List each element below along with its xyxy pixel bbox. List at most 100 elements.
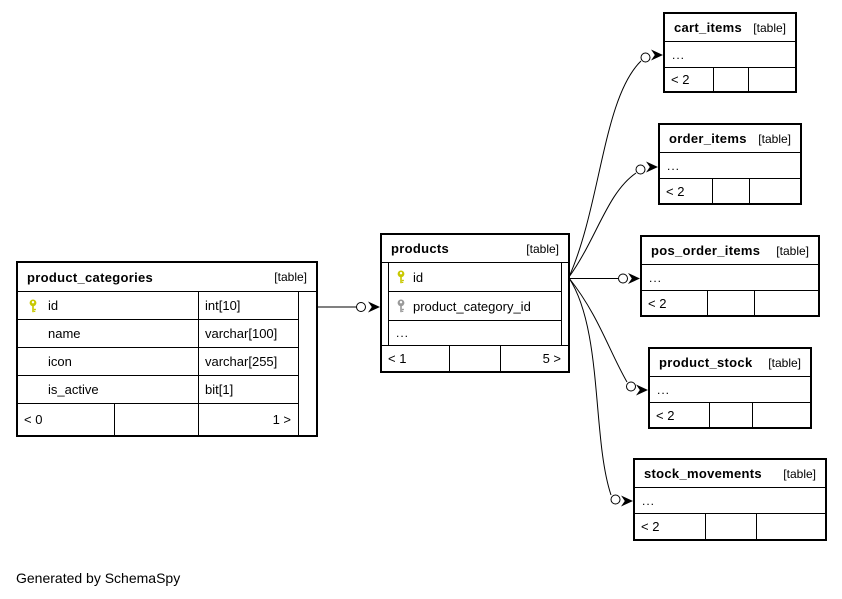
hidden-columns-ellipsis: ... — [389, 321, 561, 345]
cardinality-mid — [710, 403, 752, 427]
relationship-products-stock_movements — [568, 277, 612, 496]
cardinality-max — [752, 403, 810, 427]
arrowhead — [651, 49, 663, 61]
field-type: varchar[255] — [199, 348, 298, 375]
table-title: cart_items — [674, 20, 743, 35]
field-type: varchar[100] — [199, 320, 298, 347]
table-header: products [table] — [382, 235, 568, 262]
field-name: name — [48, 326, 81, 341]
cardinality-min: < 2 — [665, 68, 714, 91]
field-row: product_category_id — [389, 292, 561, 320]
cardinality-max: 1 > — [199, 404, 298, 435]
cardinality-mid — [115, 404, 198, 435]
hidden-columns-ellipsis: ... — [660, 153, 800, 178]
field-row: icon varchar[255] — [18, 348, 298, 375]
table-header: order_items [table] — [660, 125, 800, 152]
field-name: id — [413, 269, 424, 285]
foreign-key-icon — [397, 299, 405, 313]
cardinality-footer: < 0 1 > — [18, 404, 298, 435]
arrowhead — [636, 384, 648, 396]
hidden-columns-ellipsis: ... — [665, 42, 795, 67]
field-name: id — [48, 298, 59, 313]
table-title: products — [391, 241, 450, 256]
table-node-product_categories[interactable]: product_categories [table] id int[10] na… — [16, 261, 318, 437]
open-circle-terminator — [640, 52, 651, 63]
open-circle-terminator — [356, 302, 366, 312]
table-header: product_stock [table] — [650, 349, 810, 376]
arrowhead — [646, 161, 658, 173]
field-row: is_active bit[1] — [18, 376, 298, 403]
table-node-cart_items[interactable]: cart_items [table] ... < 2 — [663, 12, 797, 93]
relationship-products-product_stock — [568, 277, 628, 383]
open-circle-terminator — [626, 381, 636, 392]
open-circle-terminator — [635, 164, 646, 175]
table-tag: [table] — [758, 131, 791, 146]
anchor-strip — [562, 263, 568, 345]
open-circle-terminator — [610, 494, 621, 505]
arrowhead — [628, 273, 640, 284]
field-name: product_category_id — [413, 298, 531, 314]
table-node-pos_order_items[interactable]: pos_order_items [table] ... < 2 — [640, 235, 820, 317]
field-type: bit[1] — [199, 376, 298, 403]
cardinality-mid — [714, 68, 748, 91]
cardinality-footer: < 2 — [660, 179, 800, 203]
table-title: order_items — [669, 131, 747, 146]
anchor-strip — [299, 292, 316, 435]
cardinality-min: < 2 — [635, 514, 706, 539]
table-tag: [table] — [526, 241, 559, 256]
table-node-order_items[interactable]: order_items [table] ... < 2 — [658, 123, 802, 205]
table-header: cart_items [table] — [665, 14, 795, 41]
table-title: pos_order_items — [651, 243, 761, 258]
table-tag: [table] — [776, 243, 809, 258]
relationship-products-cart_items — [568, 60, 642, 278]
cardinality-mid — [708, 291, 754, 315]
generator-credit: Generated by SchemaSpy — [16, 570, 181, 586]
cardinality-footer: < 2 — [635, 514, 825, 539]
cardinality-min: < 2 — [650, 403, 710, 427]
table-node-products[interactable]: products [table] id p — [380, 233, 570, 373]
table-node-stock_movements[interactable]: stock_movements [table] ... < 2 — [633, 458, 827, 541]
cardinality-max: 5 > — [501, 346, 568, 371]
table-title: product_stock — [659, 355, 753, 370]
cardinality-min: < 0 — [18, 404, 114, 435]
cardinality-mid — [706, 514, 756, 539]
arrowhead — [621, 495, 633, 507]
hidden-columns-ellipsis: ... — [650, 377, 810, 402]
cardinality-max — [756, 514, 825, 539]
primary-key-icon — [397, 270, 405, 284]
table-tag: [table] — [783, 466, 816, 481]
anchor-strip — [382, 263, 388, 345]
table-tag: [table] — [274, 270, 307, 284]
field-row: id — [389, 263, 561, 291]
table-header: stock_movements [table] — [635, 460, 825, 487]
hidden-columns-ellipsis: ... — [635, 488, 825, 513]
cardinality-max — [748, 68, 795, 91]
table-tag: [table] — [768, 355, 801, 370]
cardinality-footer: < 1 5 > — [382, 346, 568, 371]
table-header: pos_order_items [table] — [642, 237, 818, 264]
cardinality-min: < 2 — [642, 291, 708, 315]
cardinality-min: < 1 — [382, 346, 449, 371]
table-node-product_stock[interactable]: product_stock [table] ... < 2 — [648, 347, 812, 429]
table-title: stock_movements — [644, 466, 762, 481]
cardinality-footer: < 2 — [642, 291, 818, 315]
arrowhead — [368, 301, 380, 313]
open-circle-terminator — [618, 273, 628, 284]
table-tag: [table] — [753, 20, 786, 35]
cardinality-max — [750, 179, 800, 203]
primary-key-icon — [29, 299, 37, 312]
cardinality-max — [754, 291, 818, 315]
field-name: is_active — [48, 382, 99, 397]
hidden-columns-ellipsis: ... — [642, 265, 818, 290]
field-row: name varchar[100] — [18, 320, 298, 347]
cardinality-min: < 2 — [660, 179, 712, 203]
relationship-products-order_items — [568, 172, 637, 278]
cardinality-footer: < 2 — [650, 403, 810, 427]
field-name: icon — [48, 354, 72, 369]
cardinality-mid — [449, 346, 501, 371]
table-header: product_categories [table] — [18, 263, 316, 291]
table-title: product_categories — [27, 269, 154, 285]
cardinality-mid — [712, 179, 750, 203]
field-row: id int[10] — [18, 292, 298, 319]
